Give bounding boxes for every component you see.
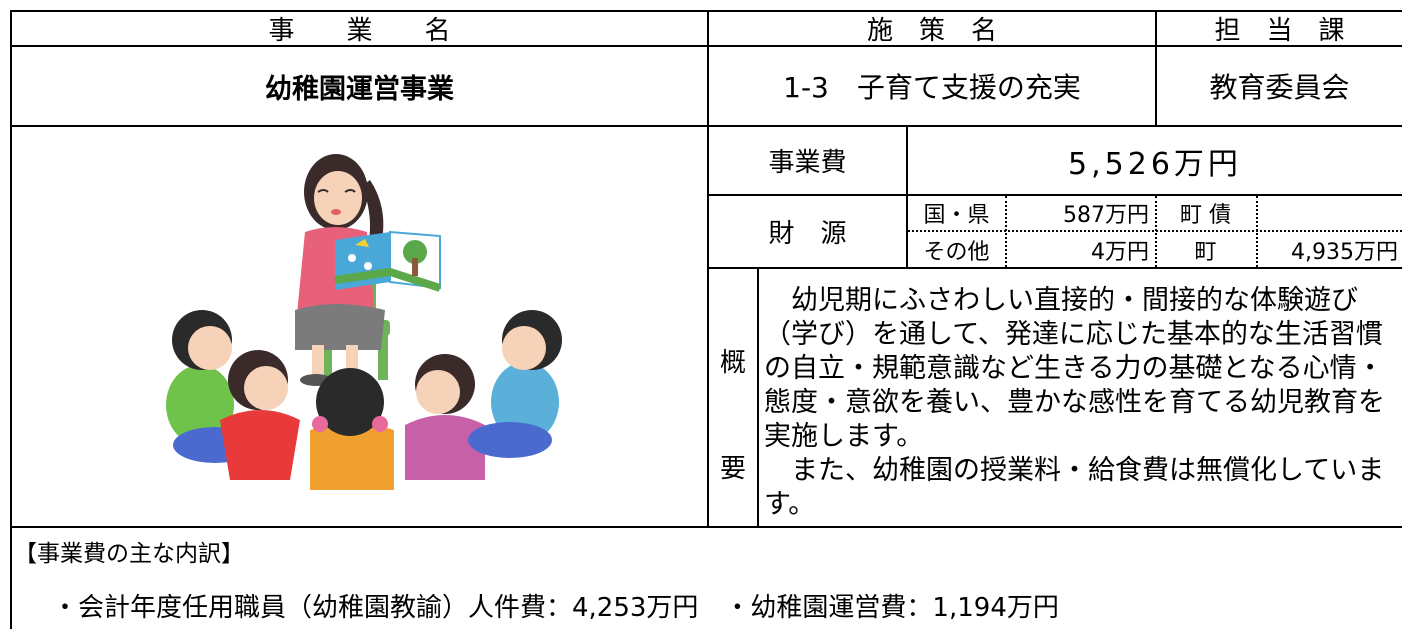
child-blue-icon	[468, 310, 562, 458]
child-purple-icon	[405, 354, 485, 480]
header-project-name: 事 業 名	[268, 16, 451, 46]
department-name: 教育委員会	[1209, 71, 1350, 104]
picture-book-icon	[334, 230, 442, 292]
summary-label-top: 概	[719, 347, 746, 378]
child-orange-icon	[310, 368, 394, 490]
summary-text: 幼児期にふさわしい直接的・間接的な体験遊び（学び）を通して、発達に応じた基本的な…	[764, 285, 1385, 520]
breakdown-heading: 【事業費の主な内訳】	[14, 541, 244, 567]
cost-label: 事業費	[768, 148, 847, 178]
summary-label-bottom: 要	[719, 453, 746, 484]
funding-town-bond-value	[1258, 196, 1402, 230]
cost-value: 5,526万円	[1068, 146, 1242, 182]
funding-national-pref-label: 国・県	[923, 203, 990, 228]
breakdown-items: ・会計年度任用職員（幼稚園教諭）人件費：4,253万円 ・幼稚園運営費：1,19…	[52, 593, 1059, 623]
funding-other-label: その他	[923, 239, 990, 265]
funding-other-value: 4万円	[1091, 239, 1149, 265]
header-department: 担 当 課	[1214, 16, 1345, 46]
funding-town-label: 町	[1194, 239, 1217, 265]
teacher-reading-to-children-illustration	[166, 154, 562, 490]
funding-national-pref-value: 587万円	[1063, 203, 1149, 228]
funding-town-value: 4,935万円	[1291, 239, 1398, 265]
funding-label: 財 源	[768, 219, 847, 249]
policy-name: 1-3 子育て支援の充実	[783, 71, 1081, 104]
project-name: 幼稚園運営事業	[265, 73, 454, 105]
funding-town-bond-label: 町 債	[1180, 203, 1231, 228]
header-policy-name: 施 策 名	[866, 16, 997, 46]
child-red-icon	[220, 350, 300, 480]
